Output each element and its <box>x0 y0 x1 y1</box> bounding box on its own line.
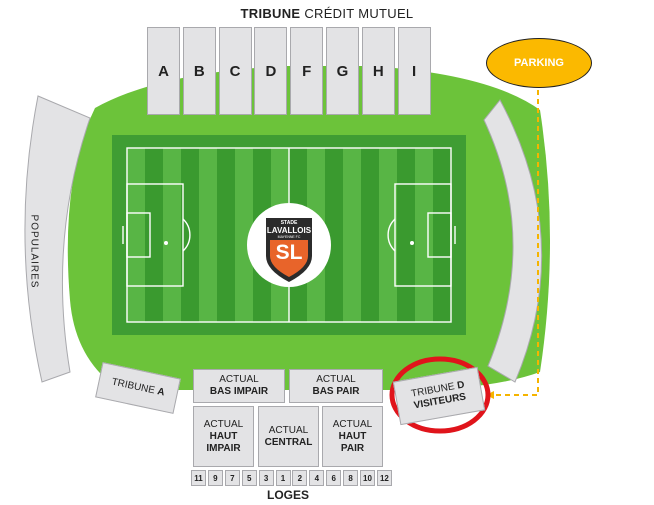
stand-block-i[interactable]: I <box>397 27 431 115</box>
stand-actual-haut-pair[interactable]: ACTUAL HAUT PAIR <box>322 406 383 467</box>
pitch-stripe <box>217 148 235 322</box>
tribune-credit-mutuel-title: TRIBUNE CRÉDIT MUTUEL <box>0 6 654 21</box>
parking-zone[interactable]: PARKING <box>486 38 592 88</box>
tribune-title-bold: TRIBUNE <box>240 6 301 21</box>
pitch-stripe <box>397 148 415 322</box>
loge-3[interactable]: 3 <box>258 470 274 486</box>
stand-right <box>483 99 543 383</box>
pitch-stripe <box>145 148 163 322</box>
tribune-d-bold: D <box>456 379 466 392</box>
loge-2[interactable]: 2 <box>292 470 308 486</box>
tribune-a-line: TRIBUNE <box>110 376 156 397</box>
pitch-stripe <box>361 148 379 322</box>
haut-impair-line3: IMPAIR <box>206 442 241 454</box>
bas-impair-line2: BAS IMPAIR <box>209 386 269 397</box>
loge-6[interactable]: 6 <box>326 470 342 486</box>
central-line1: ACTUAL <box>268 424 309 436</box>
stand-block-g[interactable]: G <box>326 27 359 115</box>
loge-5[interactable]: 5 <box>241 470 257 486</box>
logo-line2: LAVALLOIS <box>266 226 312 235</box>
populaires-label: POPULAIRES <box>28 214 40 289</box>
haut-pair-line2: HAUT <box>338 430 367 442</box>
pitch-stripe <box>415 148 433 322</box>
pitch-stripe <box>127 148 145 322</box>
bas-impair-line1: ACTUAL <box>219 374 259 385</box>
visitors-highlight <box>389 356 491 434</box>
haut-impair-line2: HAUT <box>209 430 238 442</box>
pitch-stripe <box>433 148 451 322</box>
stand-block-h[interactable]: H <box>361 27 395 115</box>
logo-line1: STADE <box>280 220 298 226</box>
bas-pair-line1: ACTUAL <box>316 374 356 385</box>
logo-mark: SL <box>275 241 303 264</box>
haut-pair-line3: PAIR <box>340 442 365 454</box>
loge-8[interactable]: 8 <box>343 470 359 486</box>
loge-12[interactable]: 12 <box>376 470 392 486</box>
stand-block-c[interactable]: C <box>218 27 252 115</box>
bas-pair-line2: BAS PAIR <box>312 386 360 397</box>
pitch-stripe <box>163 148 181 322</box>
pitch-stripe <box>325 148 343 322</box>
loge-7[interactable]: 7 <box>224 470 240 486</box>
loge-9[interactable]: 9 <box>207 470 223 486</box>
pitch-stripe <box>235 148 253 322</box>
logo-line3: MAYENNE FC <box>277 235 301 239</box>
stand-actual-haut-impair[interactable]: ACTUAL HAUT IMPAIR <box>193 406 254 467</box>
stand-populaires <box>24 95 91 383</box>
tribune-a-bold: A <box>156 386 166 399</box>
stand-block-b[interactable]: B <box>182 27 216 115</box>
loge-11[interactable]: 11 <box>191 470 206 486</box>
stand-block-d[interactable]: D <box>254 27 288 115</box>
stand-actual-central[interactable]: ACTUAL CENTRAL <box>258 406 319 467</box>
loge-1[interactable]: 1 <box>275 470 291 486</box>
tribune-title-rest: CRÉDIT MUTUEL <box>300 6 414 21</box>
stand-block-f[interactable]: F <box>290 27 324 115</box>
pitch-stripe <box>343 148 361 322</box>
stand-actual-bas-pair[interactable]: ACTUAL BAS PAIR <box>289 369 383 403</box>
haut-pair-line1: ACTUAL <box>332 418 373 430</box>
loge-10[interactable]: 10 <box>360 470 375 486</box>
stand-block-a[interactable]: A <box>147 27 180 115</box>
haut-impair-line1: ACTUAL <box>203 418 244 430</box>
loges-label: LOGES <box>266 488 309 502</box>
parking-route <box>494 90 539 396</box>
stand-actual-bas-impair[interactable]: ACTUAL BAS IMPAIR <box>193 369 285 403</box>
logo-text: STADE LAVALLOIS MAYENNE FC <box>266 220 312 240</box>
pitch-stripe <box>199 148 217 322</box>
central-line2: CENTRAL <box>264 436 313 448</box>
loge-4[interactable]: 4 <box>309 470 325 486</box>
